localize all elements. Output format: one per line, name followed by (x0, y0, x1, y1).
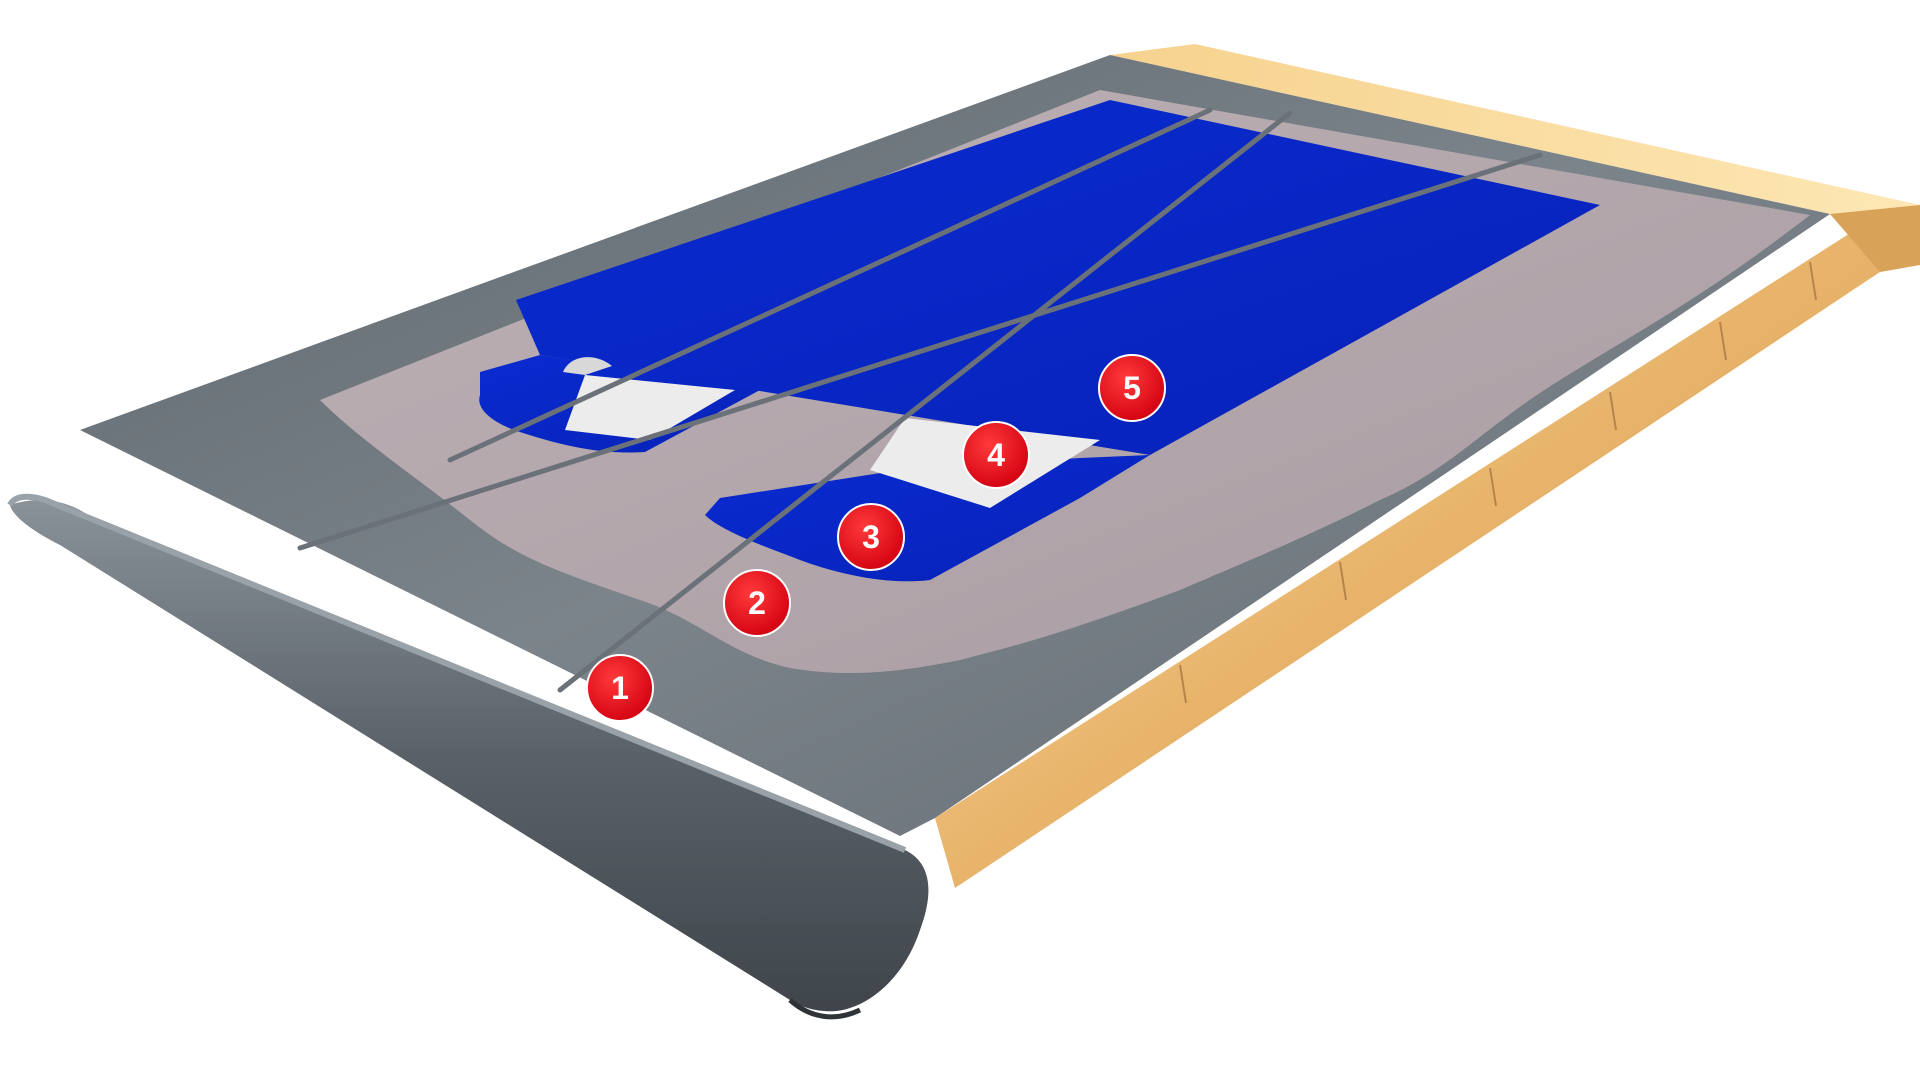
callout-number-3: 3 (862, 519, 880, 555)
callout-1: 1 (587, 655, 653, 721)
callout-number-1: 1 (611, 670, 629, 706)
callout-number-4: 4 (987, 437, 1005, 473)
callout-2: 2 (724, 570, 790, 636)
callout-5: 5 (1099, 355, 1165, 421)
callout-3: 3 (838, 504, 904, 570)
callout-number-5: 5 (1123, 370, 1141, 406)
callout-4: 4 (963, 422, 1029, 488)
callout-number-2: 2 (748, 585, 766, 621)
